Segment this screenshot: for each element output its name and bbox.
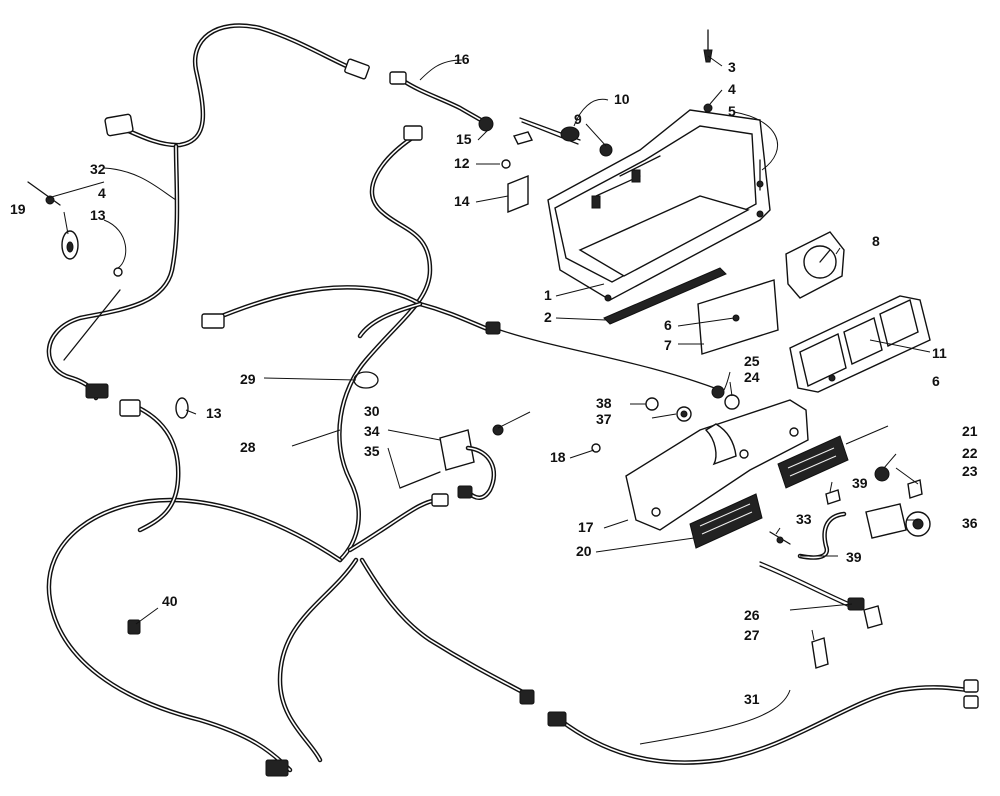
lead-wire-16 — [389, 71, 494, 132]
callout-13-lower: 13 — [206, 405, 222, 421]
callout-24: 24 — [744, 369, 760, 385]
console-housing-1 — [547, 109, 771, 302]
callout-2: 2 — [544, 309, 552, 325]
callout-39-lower: 39 — [846, 549, 862, 565]
callout-labels: 1 2 3 4 5 6 7 8 9 10 11 6 12 14 15 16 17… — [10, 51, 978, 707]
callout-18: 18 — [550, 449, 566, 465]
switch-22-23 — [874, 466, 923, 499]
callout-22: 22 — [962, 445, 978, 461]
callout-1: 1 — [544, 287, 552, 303]
nut-9 — [599, 143, 613, 157]
washer-4-top — [703, 103, 713, 113]
callout-34: 34 — [364, 423, 380, 439]
callout-6-upper: 6 — [664, 317, 672, 333]
callout-4-left: 4 — [98, 185, 106, 201]
wire-39-lower — [797, 511, 847, 560]
cable-26 — [759, 561, 883, 629]
screw-18 — [591, 443, 601, 453]
callout-28: 28 — [240, 439, 256, 455]
screw-35 — [399, 471, 441, 489]
callout-37: 37 — [596, 411, 612, 427]
nut-30 — [492, 424, 504, 436]
callout-23: 23 — [962, 463, 978, 479]
grommet-37-38 — [645, 397, 692, 422]
callout-3: 3 — [728, 59, 736, 75]
callout-15: 15 — [456, 131, 472, 147]
clip-33 — [769, 531, 791, 545]
callout-25: 25 — [744, 353, 760, 369]
screw-19 — [27, 181, 61, 206]
callout-39-upper: 39 — [852, 475, 868, 491]
bracket-13-upper — [61, 230, 79, 260]
callout-13-upper: 13 — [90, 207, 106, 223]
callout-40: 40 — [162, 593, 178, 609]
callout-20: 20 — [576, 543, 592, 559]
callout-30: 30 — [364, 403, 380, 419]
main-harness-28 — [46, 125, 721, 777]
callout-7: 7 — [664, 337, 672, 353]
screw-12 — [501, 159, 511, 169]
callout-27: 27 — [744, 627, 760, 643]
bulb-15 — [512, 131, 534, 145]
callout-4-top: 4 — [728, 81, 736, 97]
washer-4-left — [113, 267, 123, 277]
callout-38: 38 — [596, 395, 612, 411]
ignition-36 — [865, 503, 931, 539]
leader-lines — [47, 55, 931, 745]
callout-11: 11 — [932, 345, 947, 361]
callout-12: 12 — [454, 155, 470, 171]
callout-5: 5 — [728, 103, 736, 119]
clamp-29 — [353, 371, 379, 389]
bulb-39-upper — [825, 489, 841, 505]
callout-33: 33 — [796, 511, 812, 527]
decal-20 — [689, 493, 763, 549]
callout-6-lower: 6 — [932, 373, 940, 389]
screw-5 — [756, 159, 764, 191]
cable-10 — [519, 117, 581, 145]
key-27 — [811, 637, 829, 669]
wiring-harness-32 — [46, 23, 370, 401]
callout-10: 10 — [614, 91, 630, 107]
callout-8: 8 — [872, 233, 880, 249]
callout-32: 32 — [90, 161, 106, 177]
callout-29: 29 — [240, 371, 256, 387]
dash-panel-17 — [625, 399, 809, 531]
callout-26: 26 — [744, 607, 760, 623]
callout-21: 21 — [962, 423, 978, 439]
screw-3 — [703, 29, 713, 63]
callout-16: 16 — [454, 51, 470, 67]
callout-17: 17 — [578, 519, 594, 535]
decal-21 — [777, 435, 849, 489]
harness-31 — [547, 679, 979, 765]
callout-36: 36 — [962, 515, 978, 531]
callout-14: 14 — [454, 193, 470, 209]
relay-34 — [439, 429, 497, 500]
grommet-24-25 — [711, 385, 740, 410]
strip-2 — [603, 267, 727, 325]
callout-35: 35 — [364, 443, 380, 459]
plate-14 — [507, 174, 529, 214]
callout-9: 9 — [574, 111, 582, 127]
gauge-8 — [785, 231, 845, 299]
callout-19: 19 — [10, 201, 26, 217]
screw-6-lower — [828, 374, 836, 382]
callout-31: 31 — [744, 691, 760, 707]
bracket-13-lower — [175, 397, 189, 419]
lens-11 — [789, 295, 931, 393]
